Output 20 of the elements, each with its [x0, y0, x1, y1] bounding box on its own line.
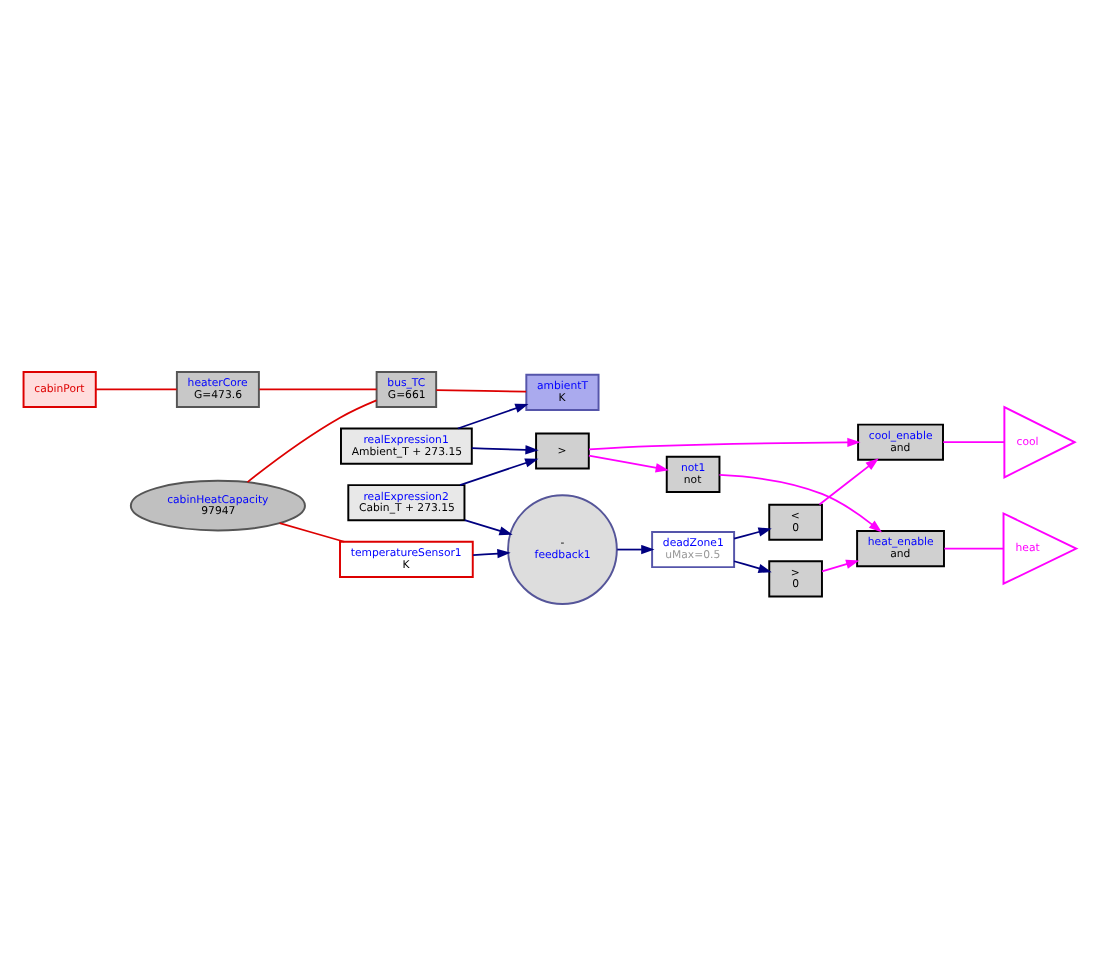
arrow — [733, 559, 772, 572]
connector — [246, 398, 378, 482]
connector — [258, 387, 378, 390]
connector — [435, 388, 527, 392]
arrow — [616, 543, 655, 554]
arrow — [821, 558, 860, 572]
arrow — [818, 457, 879, 505]
arrow — [587, 453, 669, 472]
connector — [943, 546, 1005, 549]
arrow — [459, 457, 539, 485]
connector — [278, 521, 346, 542]
arrow — [470, 444, 539, 454]
connector — [942, 440, 1006, 443]
arrow — [456, 402, 529, 429]
arrow — [588, 436, 861, 450]
arrow — [733, 526, 772, 539]
connector — [95, 387, 178, 390]
arrow — [718, 473, 883, 532]
arrow — [463, 518, 513, 535]
arrow — [472, 547, 511, 558]
